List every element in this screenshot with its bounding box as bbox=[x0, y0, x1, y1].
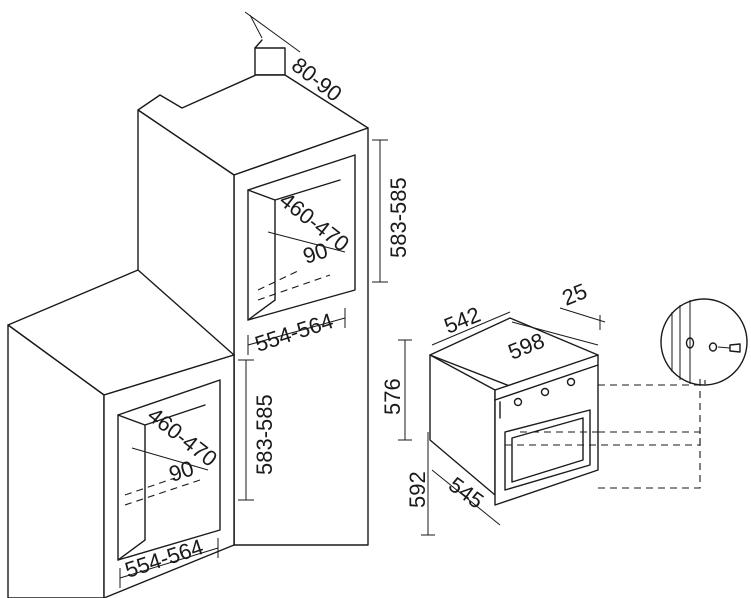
label-oven-592: 592 bbox=[405, 471, 430, 508]
label-upper-height: 583-585 bbox=[386, 177, 411, 258]
knob-icon bbox=[513, 397, 523, 407]
detail-magnifier bbox=[660, 298, 748, 386]
base-cabinet bbox=[7, 269, 235, 598]
knob-icon bbox=[540, 387, 550, 397]
fixing-detail bbox=[505, 298, 748, 489]
label-oven-25: 25 bbox=[559, 278, 591, 310]
screw-icon bbox=[729, 343, 741, 353]
hole-icon bbox=[685, 337, 695, 349]
washer-icon bbox=[708, 342, 718, 352]
label-oven-576: 576 bbox=[380, 378, 405, 415]
oven bbox=[429, 317, 599, 506]
knob-icon bbox=[566, 377, 576, 387]
label-lower-height: 583-585 bbox=[252, 394, 277, 475]
